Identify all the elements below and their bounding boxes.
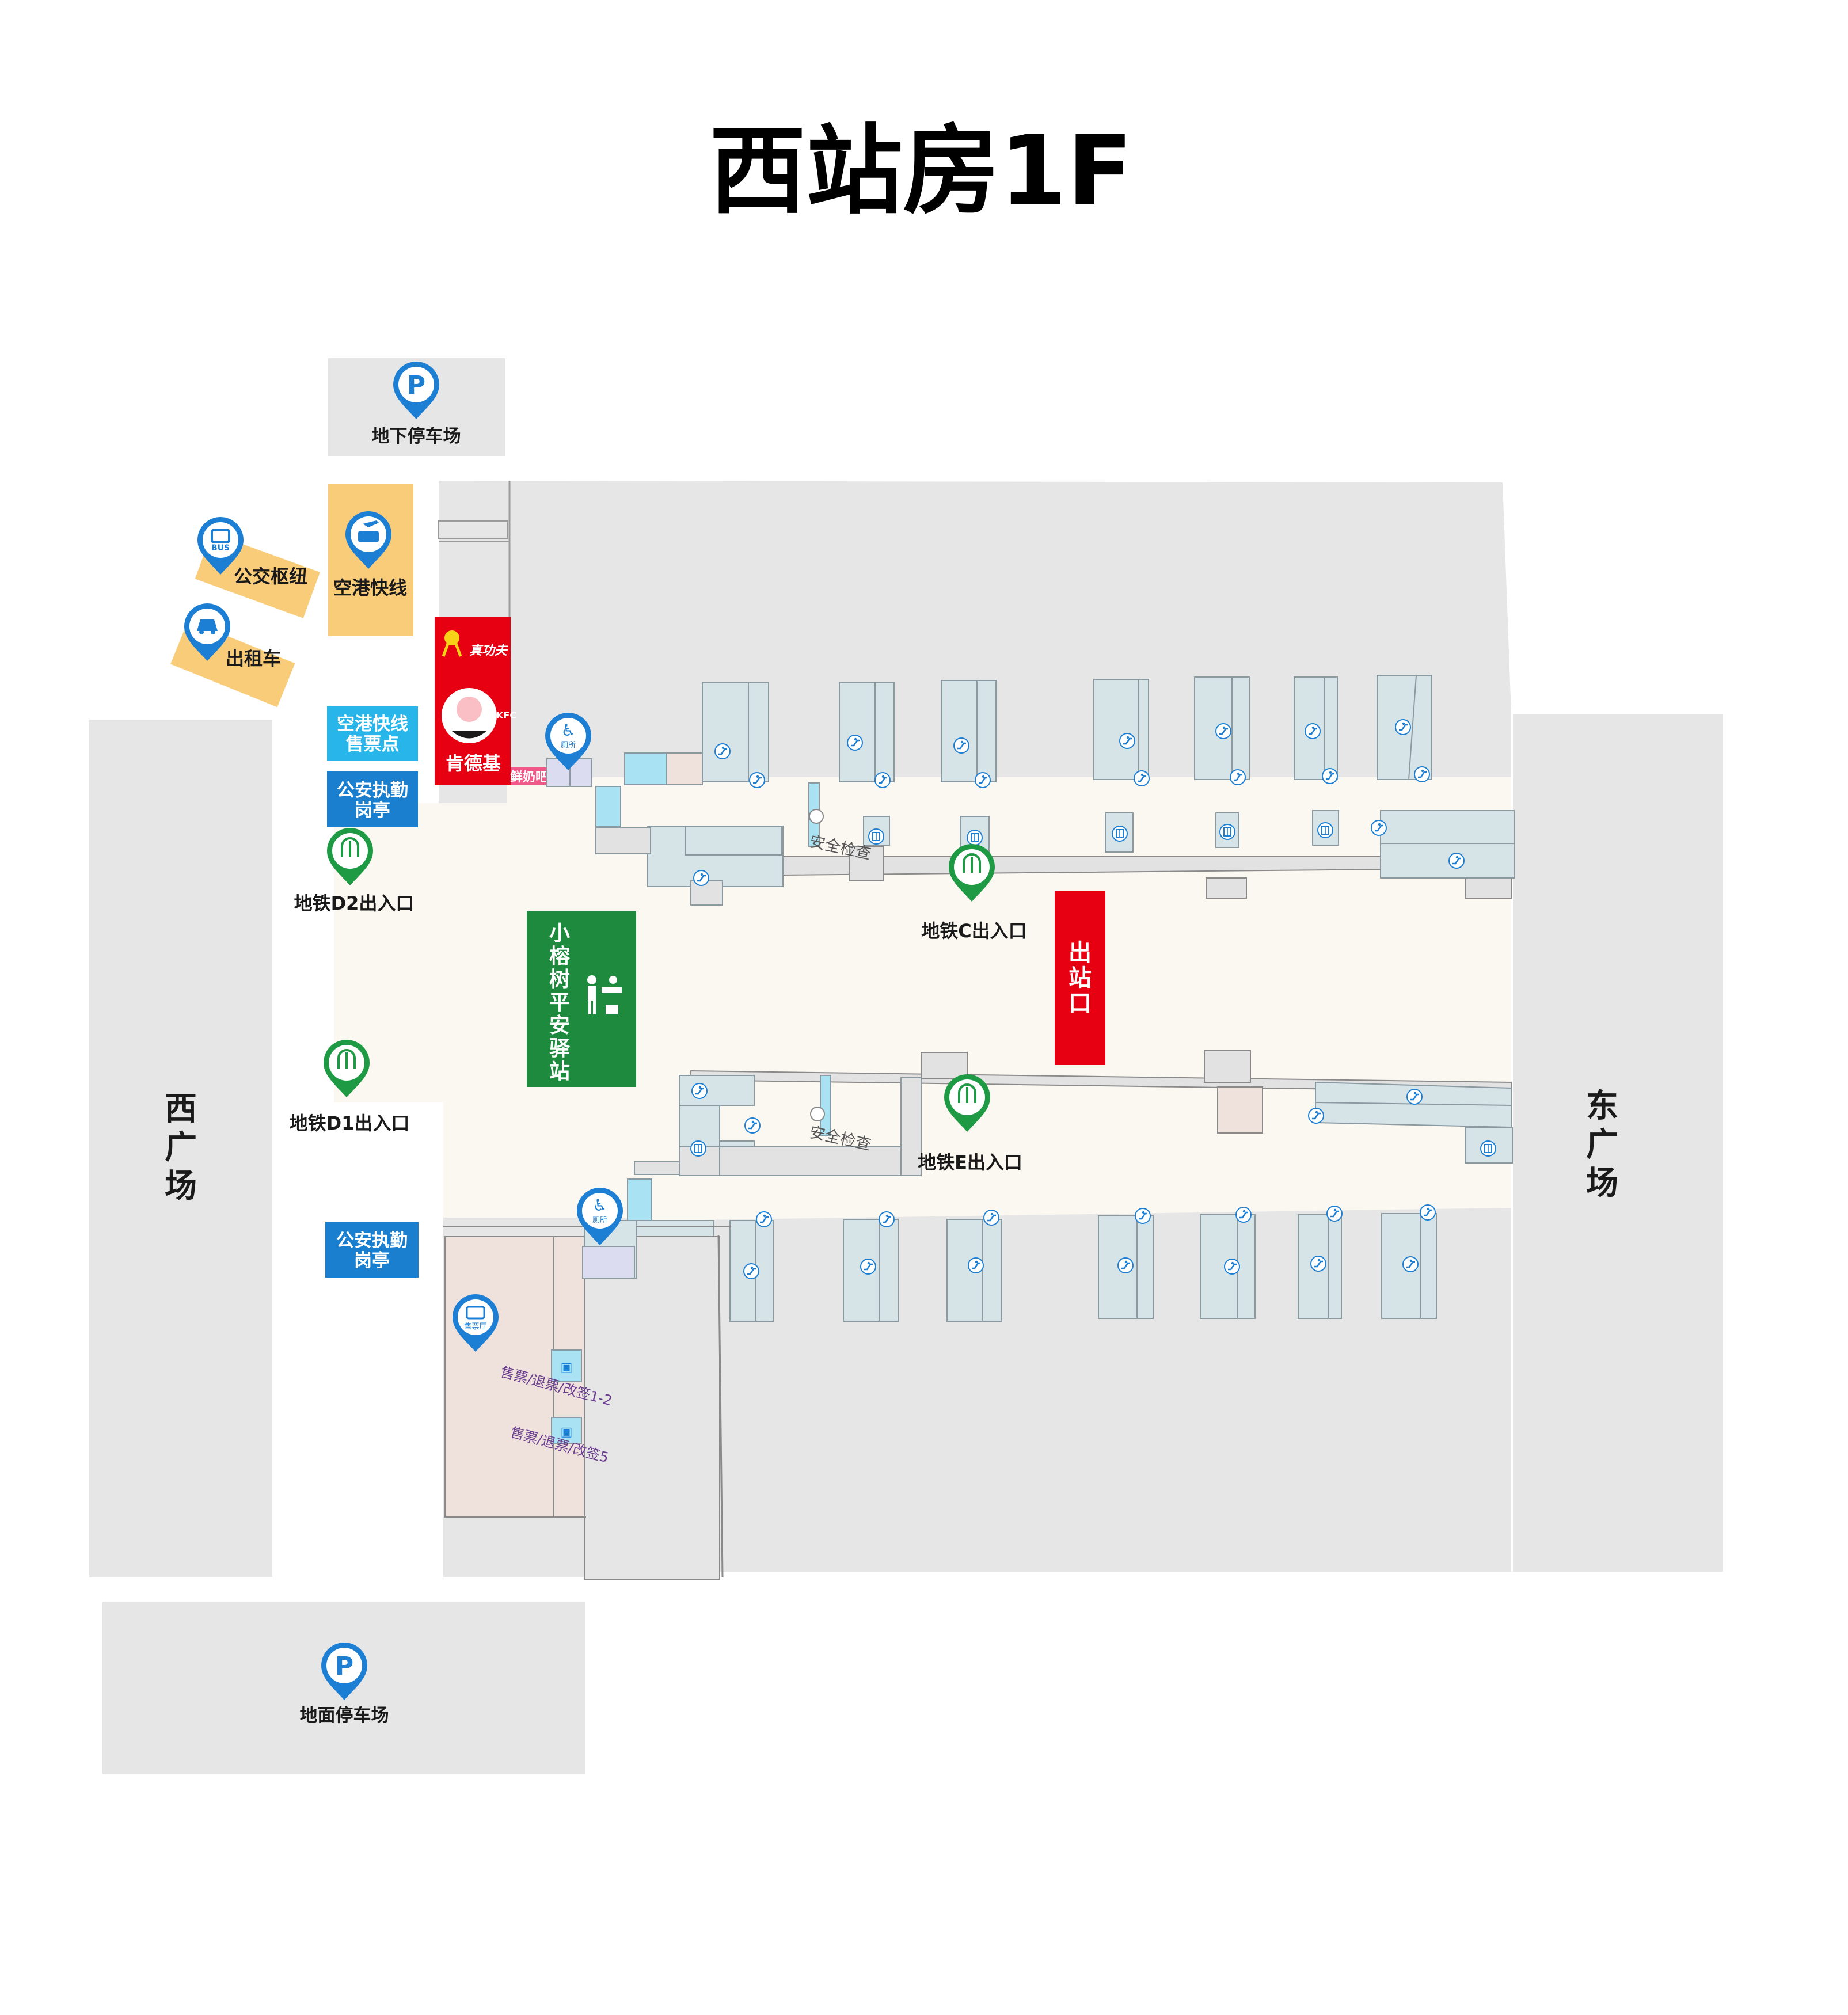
zhengongfu-logo-icon: 真功夫 <box>442 630 508 658</box>
service-station-char-3: 树 <box>549 968 570 991</box>
north-annex-1 <box>438 520 508 539</box>
taxi-pin-icon <box>184 603 230 661</box>
police-kiosk-south[interactable] <box>325 1222 419 1278</box>
svg-text:公安执勤: 公安执勤 <box>336 1230 408 1251</box>
milk-bar[interactable] <box>511 767 548 785</box>
parking-pin-icon: P <box>393 362 439 419</box>
exit-label-3: 口 <box>1069 990 1092 1017</box>
taxi-label: 出租车 <box>226 648 281 670</box>
service-desk-icon <box>587 975 622 1014</box>
svg-text:♿: ♿ <box>592 1196 607 1215</box>
svg-text:▣: ▣ <box>561 1360 573 1375</box>
service-station[interactable] <box>527 911 636 1087</box>
svg-text:售票厅: 售票厅 <box>464 1322 486 1331</box>
west-plaza-block[interactable] <box>89 720 272 1577</box>
police-kiosk-north[interactable] <box>327 771 418 827</box>
service-station-char-1: 小 <box>549 922 570 945</box>
metro-e-label: 地铁E出入口 <box>918 1151 1022 1173</box>
bus-pin-icon: BUS <box>197 517 244 575</box>
ticket-window-5[interactable] <box>551 1417 582 1444</box>
service-station-char-2: 榕 <box>549 945 570 968</box>
station-exit[interactable] <box>1055 891 1105 1065</box>
exit-label-2: 站 <box>1069 965 1092 991</box>
metro-c-pin-icon <box>949 844 995 902</box>
svg-text:岗亭: 岗亭 <box>355 800 390 821</box>
kfc-logo-icon: KFC <box>442 688 516 743</box>
milk-bar-label: 鲜奶吧 <box>510 770 548 785</box>
restroom-south-pin-icon: ♿ 厕所 <box>577 1188 623 1245</box>
svg-text:P: P <box>407 371 425 400</box>
service-station-char-4: 平 <box>549 991 570 1014</box>
airport-ticket-office[interactable] <box>327 706 418 761</box>
west-plaza-label-2: 广 <box>165 1129 197 1166</box>
svg-text:岗亭: 岗亭 <box>354 1250 390 1271</box>
east-plaza-block[interactable] <box>1513 714 1723 1572</box>
ticket-hall-pin-icon: 售票厅 <box>453 1294 499 1352</box>
ticket-window-1-2[interactable] <box>551 1349 582 1382</box>
service-station-char-7: 站 <box>549 1060 570 1083</box>
svg-text:♿: ♿ <box>561 721 575 740</box>
east-plaza-label-1: 东 <box>1586 1088 1618 1125</box>
page-title: 西站房1F <box>709 115 1133 227</box>
service-station-text: 小 榕 树 平 安 驿 站 <box>549 922 571 1083</box>
metro-d1-pin-icon <box>324 1040 370 1097</box>
svg-text:厕所: 厕所 <box>561 741 576 750</box>
svg-text:公安执勤: 公安执勤 <box>337 780 408 801</box>
svg-text:BUS: BUS <box>211 543 230 553</box>
east-plaza-label-2: 广 <box>1586 1126 1618 1164</box>
svg-text:P: P <box>335 1652 353 1681</box>
metro-d2-label: 地铁D2出入口 <box>294 892 415 914</box>
svg-text:售票点: 售票点 <box>346 734 400 755</box>
svg-text:▣: ▣ <box>561 1425 573 1439</box>
ground-parking-pin-icon: P <box>321 1643 367 1700</box>
metro-e-pin-icon <box>944 1074 990 1132</box>
bus-hub-label: 公交枢纽 <box>234 565 307 587</box>
ground-parking-label: 地面停车场 <box>300 1705 389 1726</box>
exit-label-1: 出 <box>1069 940 1092 966</box>
service-station-char-5: 安 <box>549 1014 570 1037</box>
metro-c-label: 地铁C出入口 <box>921 920 1027 942</box>
south-inner-gates <box>634 1075 1513 1176</box>
west-plaza-label-1: 西 <box>165 1090 197 1128</box>
svg-text:KFC: KFC <box>496 710 516 721</box>
svg-text:厕所: 厕所 <box>592 1216 607 1225</box>
metro-d2-pin-icon <box>327 828 373 885</box>
west-plaza-label-3: 场 <box>165 1168 197 1205</box>
service-station-char-6: 驿 <box>549 1037 571 1060</box>
svg-text:真功夫: 真功夫 <box>469 644 508 658</box>
restroom-south-room[interactable] <box>582 1246 635 1279</box>
restroom-north-pin-icon: ♿ 厕所 <box>545 713 591 770</box>
svg-text:空港快线: 空港快线 <box>337 714 408 735</box>
east-plaza-label-3: 场 <box>1586 1165 1618 1202</box>
airport-express-label: 空港快线 <box>333 577 407 599</box>
underground-parking-label: 地下停车场 <box>372 426 461 447</box>
airport-express-pin-icon <box>345 511 391 569</box>
kfc-label: 肯德基 <box>446 752 501 774</box>
metro-d1-label: 地铁D1出入口 <box>290 1112 410 1134</box>
